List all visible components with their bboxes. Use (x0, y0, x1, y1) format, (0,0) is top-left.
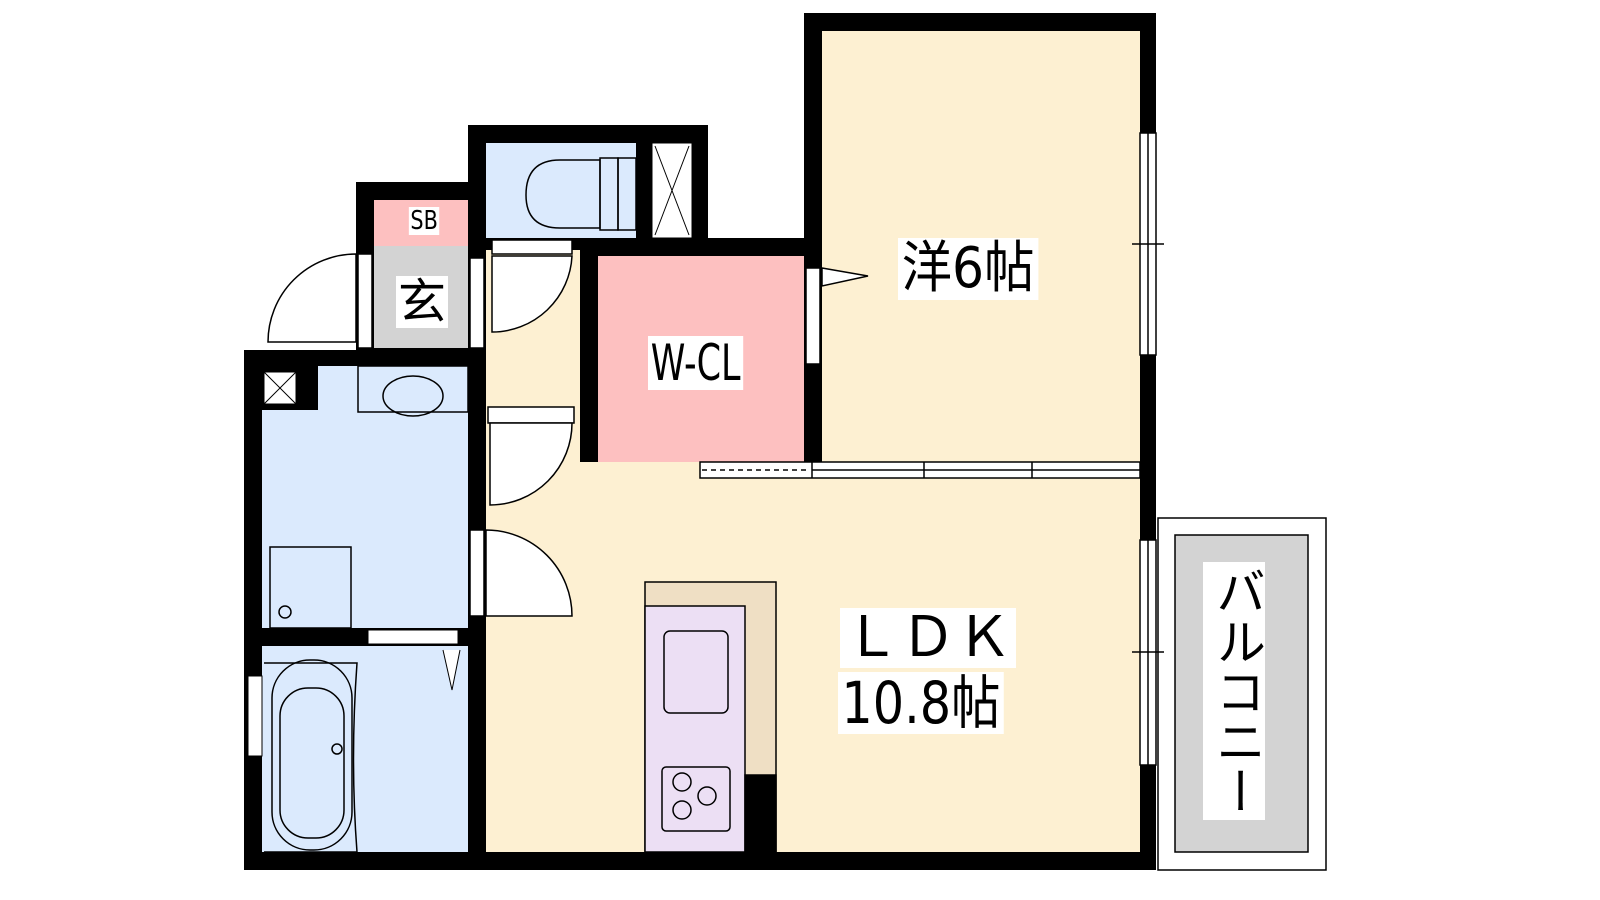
pipe-space-x (654, 145, 690, 236)
ldk-label: ＬＤＫ (840, 608, 1016, 668)
kitchen-sink-icon (663, 630, 729, 714)
bathtub-icon (264, 659, 358, 853)
bathroom-floor (262, 646, 468, 852)
bath-window (247, 675, 263, 757)
toilet-floor (486, 143, 636, 238)
bath-door[interactable] (367, 629, 459, 645)
windows (1132, 132, 1164, 766)
balcony-label: バルコニー (1203, 562, 1266, 820)
doors (267, 239, 869, 617)
ldk-size-label: 10.8帖 (838, 672, 1004, 734)
ldk-floor (486, 478, 1140, 852)
stove-icon (661, 766, 731, 832)
western-room-label: 洋6帖 (898, 238, 1039, 300)
shoe-box-label: SB (408, 206, 440, 236)
sink-icon (357, 365, 469, 417)
toilet-icon (525, 157, 637, 231)
walk-in-closet-label: W-CL (648, 336, 744, 390)
kitchen (644, 581, 777, 853)
sliding-door[interactable] (699, 461, 1141, 479)
entrance-label: 玄 (396, 274, 449, 330)
